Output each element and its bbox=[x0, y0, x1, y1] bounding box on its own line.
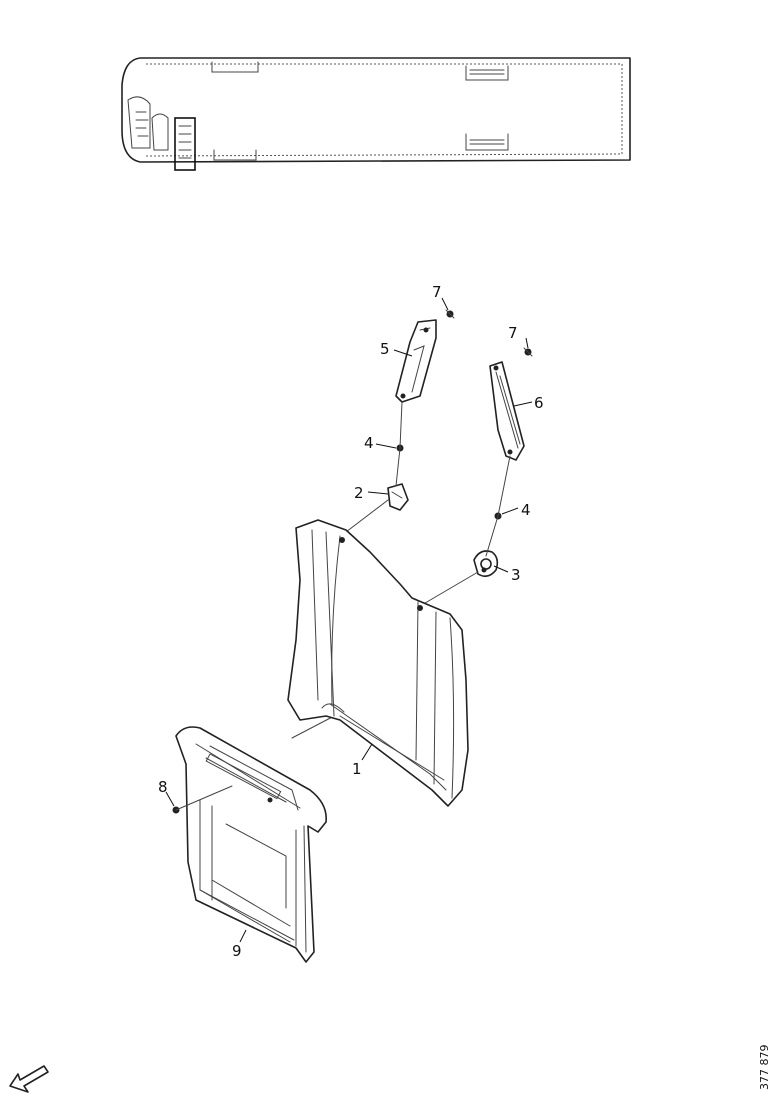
part-9-frame bbox=[175, 726, 327, 963]
callout-7-lower: 7 bbox=[508, 324, 518, 342]
callout-9: 9 bbox=[232, 942, 242, 960]
callout-3: 3 bbox=[511, 566, 521, 584]
callout-4-upper: 4 bbox=[364, 434, 374, 452]
part-6-bracket bbox=[489, 361, 525, 461]
drawing-code: 377 879 bbox=[758, 1045, 771, 1091]
vehicle-overview bbox=[121, 57, 631, 171]
callout-7-upper: 7 bbox=[432, 283, 442, 301]
part-7-screw-b bbox=[523, 347, 533, 357]
callout-5: 5 bbox=[380, 340, 390, 358]
part-2-clip bbox=[387, 483, 409, 511]
callout-labels: 7 7 5 6 4 4 2 3 1 8 9 bbox=[158, 283, 544, 960]
part-1-panel bbox=[287, 519, 469, 807]
forward-direction-arrow-icon bbox=[9, 1065, 49, 1093]
callout-4-lower: 4 bbox=[521, 501, 531, 519]
callout-6: 6 bbox=[534, 394, 544, 412]
part-5-bracket bbox=[395, 319, 437, 403]
part-3-bracket bbox=[473, 550, 499, 578]
callout-1: 1 bbox=[352, 760, 362, 778]
part-8-screw bbox=[172, 785, 233, 814]
callout-leaders bbox=[165, 297, 533, 943]
assembly-lines bbox=[291, 401, 511, 739]
callout-2: 2 bbox=[354, 484, 364, 502]
callout-8: 8 bbox=[158, 778, 168, 796]
part-7-screw-a bbox=[445, 309, 455, 319]
location-highlight-box bbox=[174, 117, 196, 171]
